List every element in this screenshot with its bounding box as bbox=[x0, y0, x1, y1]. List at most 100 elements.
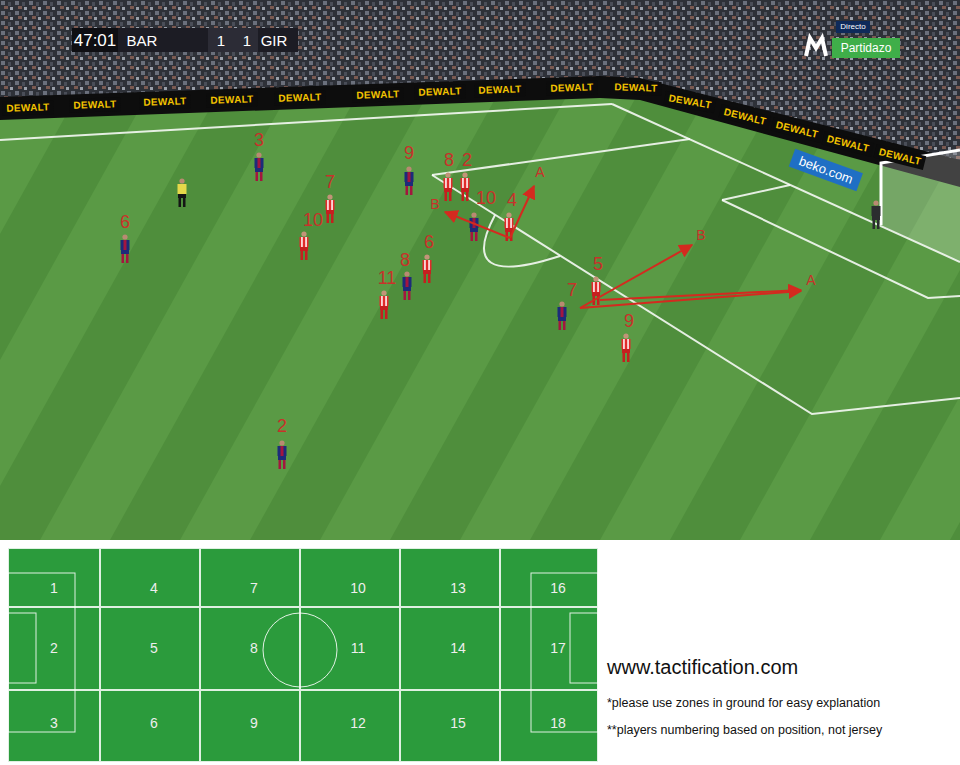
zone-number: 11 bbox=[351, 641, 366, 655]
player-number: 9 bbox=[404, 144, 414, 162]
player-number: 7 bbox=[567, 281, 577, 299]
ad-board: DEWALT bbox=[610, 80, 662, 96]
zone-number: 15 bbox=[450, 716, 466, 730]
referee bbox=[178, 178, 187, 207]
zone-box: 13 bbox=[400, 548, 500, 607]
ad-board: DEWALT bbox=[414, 85, 466, 101]
ad-board: beko.com bbox=[789, 149, 864, 192]
zone-box: 9 bbox=[200, 690, 300, 762]
ad-board: DEWALT bbox=[546, 80, 598, 96]
scoreboard-text: BAR bbox=[127, 33, 158, 48]
player-number: 6 bbox=[120, 213, 130, 231]
live-tag bbox=[836, 21, 870, 33]
barca-player bbox=[121, 234, 130, 263]
note-text: *please use zones in ground for easy exp… bbox=[607, 697, 880, 710]
player-number: 2 bbox=[277, 417, 287, 435]
goalkeeper bbox=[872, 200, 881, 229]
channel-logo bbox=[806, 38, 826, 56]
zone-pitch bbox=[8, 548, 598, 762]
zone-box: 2 bbox=[8, 607, 100, 690]
zone-box: 14 bbox=[400, 607, 500, 690]
player-number: 6 bbox=[424, 233, 434, 251]
scoreboard-text: 47:01 bbox=[74, 32, 117, 49]
zone-number: 13 bbox=[450, 581, 466, 595]
zone-number: 3 bbox=[50, 716, 58, 730]
zone-number: 6 bbox=[150, 716, 158, 730]
ad-board: DEWALT bbox=[274, 90, 326, 106]
barca-player bbox=[405, 166, 414, 195]
target-letter: A bbox=[535, 165, 544, 179]
player-number: 10 bbox=[303, 211, 323, 229]
barca-player bbox=[278, 440, 287, 469]
zone-box: 3 bbox=[8, 690, 100, 762]
zone-box: 5 bbox=[100, 607, 200, 690]
clock-box bbox=[72, 28, 118, 52]
zone-pitch-markings bbox=[8, 573, 598, 732]
girona-player bbox=[444, 172, 453, 201]
scoreboard bbox=[72, 28, 298, 52]
barca-player bbox=[470, 212, 479, 241]
watermark: www.tactification.com bbox=[607, 657, 798, 677]
zone-number: 7 bbox=[250, 581, 258, 595]
player-number: 5 bbox=[593, 255, 603, 273]
barca-player bbox=[558, 301, 567, 330]
ad-board: DEWALT bbox=[770, 117, 823, 143]
player-number: 8 bbox=[400, 251, 410, 269]
zone-box: 8 bbox=[200, 607, 300, 690]
girona-player bbox=[461, 172, 470, 201]
player-number: 4 bbox=[507, 191, 517, 209]
player-number: 11 bbox=[378, 269, 397, 287]
girona-player bbox=[423, 254, 432, 283]
ad-board: DEWALT bbox=[474, 82, 526, 98]
players bbox=[121, 152, 881, 469]
score-box bbox=[208, 28, 258, 52]
player-number: 7 bbox=[325, 173, 335, 191]
zone-number: 8 bbox=[250, 641, 258, 655]
zone-number: 1 bbox=[50, 581, 58, 595]
zone-number: 17 bbox=[550, 641, 566, 655]
target-letter: B bbox=[696, 228, 705, 242]
zone-number: 16 bbox=[550, 581, 566, 595]
player-number: 10 bbox=[476, 189, 496, 207]
ad-board: DEWALT bbox=[664, 91, 717, 114]
note-text: **players numbering based on position, n… bbox=[607, 724, 882, 737]
grass-stripes bbox=[0, 0, 960, 540]
zone-box: 11 bbox=[300, 607, 400, 690]
scoreboard-text: GIR bbox=[261, 33, 288, 48]
scoreboard-text: 1 bbox=[217, 33, 225, 48]
ad-board: DEWALT bbox=[206, 92, 258, 108]
zone-box: 17 bbox=[500, 607, 598, 690]
live-tag-text: Directo bbox=[840, 23, 865, 31]
barca-player bbox=[255, 152, 264, 181]
player-number: 9 bbox=[624, 312, 634, 330]
barca-player bbox=[403, 271, 412, 300]
ad-board: DEWALT bbox=[873, 144, 926, 170]
target-letter: B bbox=[430, 197, 439, 211]
zone-number: 4 bbox=[150, 581, 158, 595]
zone-number: 9 bbox=[250, 716, 258, 730]
player-number: 8 bbox=[444, 151, 454, 169]
girona-player bbox=[622, 333, 631, 362]
zone-box: 7 bbox=[200, 548, 300, 607]
player-number: 3 bbox=[254, 131, 264, 149]
target-letter: A bbox=[806, 273, 815, 287]
ad-board: DEWALT bbox=[139, 95, 191, 111]
zone-box: 1 bbox=[8, 548, 100, 607]
girona-player bbox=[300, 231, 309, 260]
ad-board: DEWALT bbox=[718, 104, 771, 130]
zone-box: 18 bbox=[500, 690, 598, 762]
zone-box: 10 bbox=[300, 548, 400, 607]
ad-board: DEWALT bbox=[821, 131, 874, 157]
pitch-lines bbox=[0, 104, 960, 414]
zone-number: 14 bbox=[450, 641, 466, 655]
zone-number: 2 bbox=[50, 641, 58, 655]
zone-box: 15 bbox=[400, 690, 500, 762]
zone-number: 18 bbox=[550, 716, 566, 730]
tactical-arrows bbox=[445, 186, 801, 308]
girona-player bbox=[326, 194, 335, 223]
zone-box: 6 bbox=[100, 690, 200, 762]
zone-number: 10 bbox=[350, 581, 366, 595]
ad-board: DEWALT bbox=[2, 100, 54, 116]
ad-board: DEWALT bbox=[69, 97, 121, 113]
